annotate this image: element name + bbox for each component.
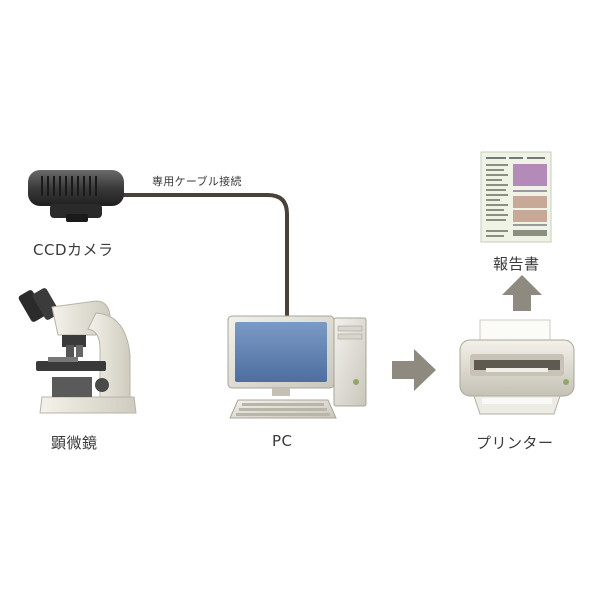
ccd-camera-icon (28, 170, 124, 222)
pc-icon (227, 315, 367, 419)
arrow-right-icon (392, 349, 436, 391)
microscope-icon (18, 288, 137, 414)
pc-label: PC (272, 432, 293, 450)
cable-label: 専用ケーブル接続 (152, 175, 242, 188)
report-label: 報告書 (493, 255, 540, 273)
ccd-camera-label: CCDカメラ (33, 241, 114, 259)
printer-icon (459, 319, 575, 415)
printer-label: プリンター (476, 434, 554, 452)
microscope-label: 顕微鏡 (51, 434, 98, 452)
report-icon (480, 151, 552, 243)
arrow-up-icon (502, 275, 542, 311)
